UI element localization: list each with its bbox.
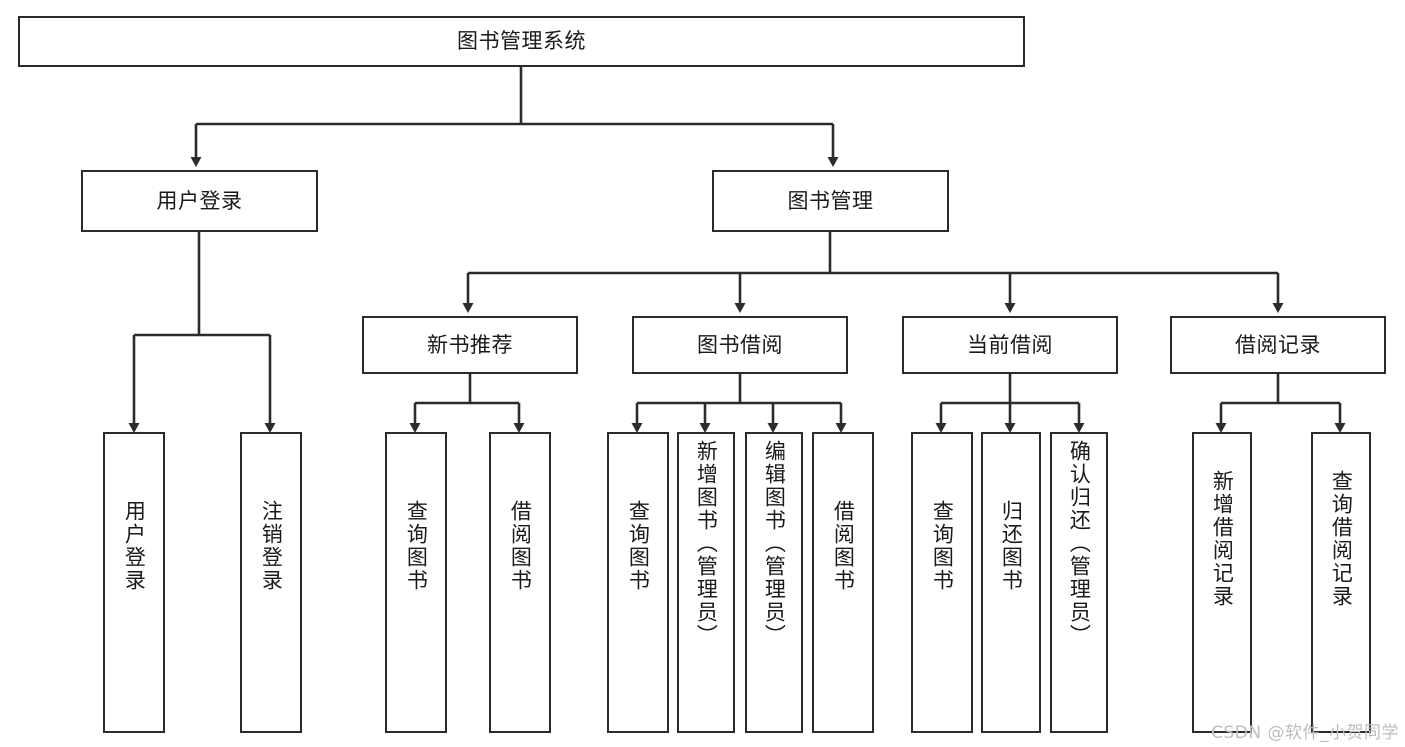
node-label: 查询图书 [930, 500, 955, 592]
watermark: CSDN @软件_小贺同学 [1211, 723, 1399, 743]
leaf-query-borrow-record[interactable]: 查询借阅记录 [1311, 432, 1371, 733]
node-label: 编辑图书（管理员） [762, 440, 787, 647]
leaf-edit-book-admin[interactable]: 编辑图书（管理员） [745, 432, 803, 733]
leaf-query-book-current[interactable]: 查询图书 [911, 432, 973, 733]
leaf-logout[interactable]: 注销登录 [240, 432, 302, 733]
node-book-borrow[interactable]: 图书借阅 [632, 316, 848, 374]
node-label: 用户登录 [156, 188, 243, 213]
node-label: 借阅图书 [508, 500, 533, 592]
node-label: 借阅图书 [831, 500, 856, 592]
node-label: 新书推荐 [427, 332, 513, 357]
leaf-borrow-book-rec[interactable]: 借阅图书 [489, 432, 551, 733]
node-current-borrow[interactable]: 当前借阅 [902, 316, 1118, 374]
node-label: 查询图书 [404, 500, 429, 592]
node-new-book-recommendation[interactable]: 新书推荐 [362, 316, 578, 374]
node-label: 当前借阅 [967, 332, 1053, 357]
node-label: 用户登录 [122, 500, 147, 592]
node-label: 新增借阅记录 [1210, 470, 1235, 608]
leaf-add-book-admin[interactable]: 新增图书（管理员） [677, 432, 735, 733]
leaf-add-borrow-record[interactable]: 新增借阅记录 [1192, 432, 1252, 733]
node-user-login[interactable]: 用户登录 [81, 170, 318, 232]
node-book-management[interactable]: 图书管理 [712, 170, 949, 232]
node-label: 查询图书 [626, 500, 651, 592]
node-label: 新增图书（管理员） [694, 440, 719, 647]
leaf-query-book-borrow[interactable]: 查询图书 [607, 432, 669, 733]
node-label: 图书借阅 [697, 332, 783, 357]
node-label: 查询借阅记录 [1329, 470, 1354, 608]
node-borrow-record[interactable]: 借阅记录 [1170, 316, 1386, 374]
node-label: 借阅记录 [1235, 332, 1321, 357]
node-label: 图书管理系统 [457, 29, 586, 54]
node-label: 图书管理 [787, 188, 874, 213]
node-label: 注销登录 [259, 500, 284, 592]
leaf-return-book[interactable]: 归还图书 [981, 432, 1041, 733]
node-root-system[interactable]: 图书管理系统 [18, 16, 1025, 67]
leaf-query-book-rec[interactable]: 查询图书 [385, 432, 447, 733]
leaf-confirm-return-admin[interactable]: 确认归还（管理员） [1050, 432, 1108, 733]
node-label: 归还图书 [999, 500, 1024, 592]
leaf-user-login[interactable]: 用户登录 [103, 432, 165, 733]
node-label: 确认归还（管理员） [1067, 440, 1092, 647]
leaf-borrow-book[interactable]: 借阅图书 [812, 432, 874, 733]
